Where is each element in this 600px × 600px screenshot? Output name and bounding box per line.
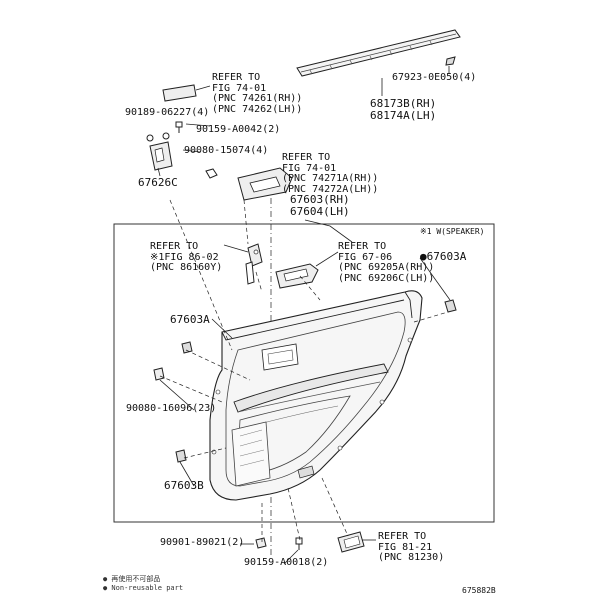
refer-line: FIG 67-06 (338, 251, 393, 263)
refer-line: REFER TO (212, 72, 261, 83)
pull-handle-cover (162, 84, 197, 102)
refer-line: (PNC 69205A(RH)) (338, 262, 435, 273)
door-trim-board (209, 290, 423, 501)
part-90159-a0042: 90159-A0042(2) (196, 124, 281, 135)
refer-line: (PNC 86160Y) (150, 262, 223, 273)
belt-molding (296, 29, 461, 77)
clip-icon (175, 449, 187, 463)
part-90189-06227: 90189-06227(4) (125, 107, 210, 118)
part-67626c: 67626C (138, 176, 178, 189)
refer-line: (PNC 74272A(LH)) (282, 183, 379, 195)
part-68173b-rh: 68173B(RH) (370, 97, 437, 110)
part-90159-a0018: 90159-A0018(2) (244, 557, 329, 568)
refer-fig-67-06: REFER TO FIG 67-06 (PNC 69205A(RH)) (PNC… (338, 241, 435, 284)
refer-fig-86-02: REFER TO ※1FIG 86-02 (PNC 86160Y) (150, 241, 223, 274)
part-67603a-left: 67603A (170, 313, 210, 326)
speaker-icon (245, 243, 263, 285)
part-90080-15074: 90080-15074(4) (184, 145, 269, 156)
refer-line: FIG 81-21 (378, 541, 433, 553)
refer-line: REFER TO (378, 531, 427, 542)
refer-line: REFER TO (282, 152, 331, 163)
refer-line: (PNC 74261(RH)) (212, 93, 303, 104)
refer-line: FIG 74-01 (282, 162, 337, 174)
speaker-note: ※1 W(SPEAKER) (420, 227, 485, 236)
refer-fig-81-21: REFER TO FIG 81-21 (PNC 81230) (378, 531, 445, 564)
refer-line: (PNC 69206C(LH)) (338, 272, 435, 284)
part-67604-lh: 67604(LH) (290, 205, 350, 218)
part-90901-89021: 90901-89021(2) (160, 537, 245, 548)
armrest-cover (237, 167, 293, 201)
legend-non-reusable-jp: ● 再使用不可部品 (103, 575, 161, 583)
clip-icon (444, 299, 457, 313)
refer-line: REFER TO (150, 241, 199, 252)
lamp-icon (337, 531, 365, 553)
leader-lines (159, 199, 449, 542)
part-67603-rh: 67603(RH) (290, 193, 350, 206)
clip-icon (181, 341, 193, 354)
pointer-lines (157, 123, 451, 565)
part-90080-16096: 90080-16096(23) (126, 403, 217, 414)
refer-line: ※1FIG 86-02 (150, 251, 219, 263)
bracket-67626c (146, 132, 173, 171)
legend-non-reusable-en: ● Non-reusable part (103, 584, 184, 592)
part-68174a-lh: 68174A(LH) (370, 109, 437, 122)
part-67603b: 67603B (164, 479, 204, 492)
refer-line: (PNC 74271A(RH)) (282, 173, 379, 184)
screw-icon (153, 367, 165, 381)
assembly-frame (113, 223, 495, 523)
clip-icon (445, 56, 456, 66)
part-67603a-right: ●67603A (420, 250, 467, 263)
screw-icon (295, 537, 303, 550)
refer-line: FIG 74-01 (212, 82, 267, 94)
screw-icon (175, 121, 183, 133)
part-67923-0e050: 67923-0E050(4) (392, 72, 477, 83)
switch-icon (275, 263, 319, 289)
refer-line: (PNC 74262(LH)) (212, 103, 303, 115)
refer-fig-74-01-top: REFER TO FIG 74-01 (PNC 74261(RH)) (PNC … (212, 72, 303, 115)
nut-icon (205, 168, 218, 179)
refer-fig-74-01-mid: REFER TO FIG 74-01 (PNC 74271A(RH)) (PNC… (282, 152, 379, 195)
figure-code: 675882B (462, 586, 496, 595)
refer-line: REFER TO (338, 241, 387, 252)
bolt-icon (255, 537, 267, 549)
refer-line: (PNC 81230) (378, 552, 445, 563)
